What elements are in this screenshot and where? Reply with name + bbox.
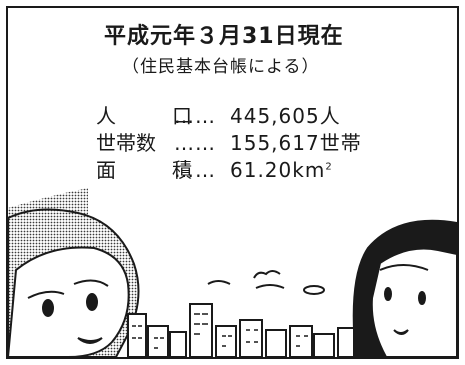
stat-label-population: 人 口	[96, 104, 210, 128]
stat-dots: ……	[174, 131, 216, 155]
girl-character	[352, 219, 457, 357]
building-windows	[132, 313, 308, 349]
stat-row-area: 面 積…… 61.20km2	[96, 154, 333, 183]
comic-panel: 平成元年３月31日現在 （住民基本台帳による） 人 口……445,605人 世帯…	[6, 6, 459, 359]
clouds	[207, 270, 325, 295]
stat-value-households: 155,617世帯	[230, 131, 362, 155]
stat-value-area-unit-exponent: 2	[325, 161, 333, 173]
stat-dots: ……	[174, 104, 216, 128]
stat-row-population: 人 口…… 445,605人	[96, 100, 341, 129]
stat-row-households: 世帯数 …… 155,617世帯	[96, 127, 362, 156]
stat-value-population: 445,605人	[230, 104, 341, 128]
buildings	[127, 303, 355, 357]
page-subtitle: （住民基本台帳による）	[122, 57, 320, 77]
boy-character	[8, 208, 140, 357]
page-title: 平成元年３月31日現在	[104, 24, 344, 49]
stat-label-area: 面 積	[96, 158, 210, 182]
cityscape-illustration	[8, 188, 457, 357]
stat-dots: ……	[174, 158, 216, 182]
stat-label-households: 世帯数	[96, 131, 156, 155]
stat-value-area: 61.20km	[230, 158, 326, 182]
